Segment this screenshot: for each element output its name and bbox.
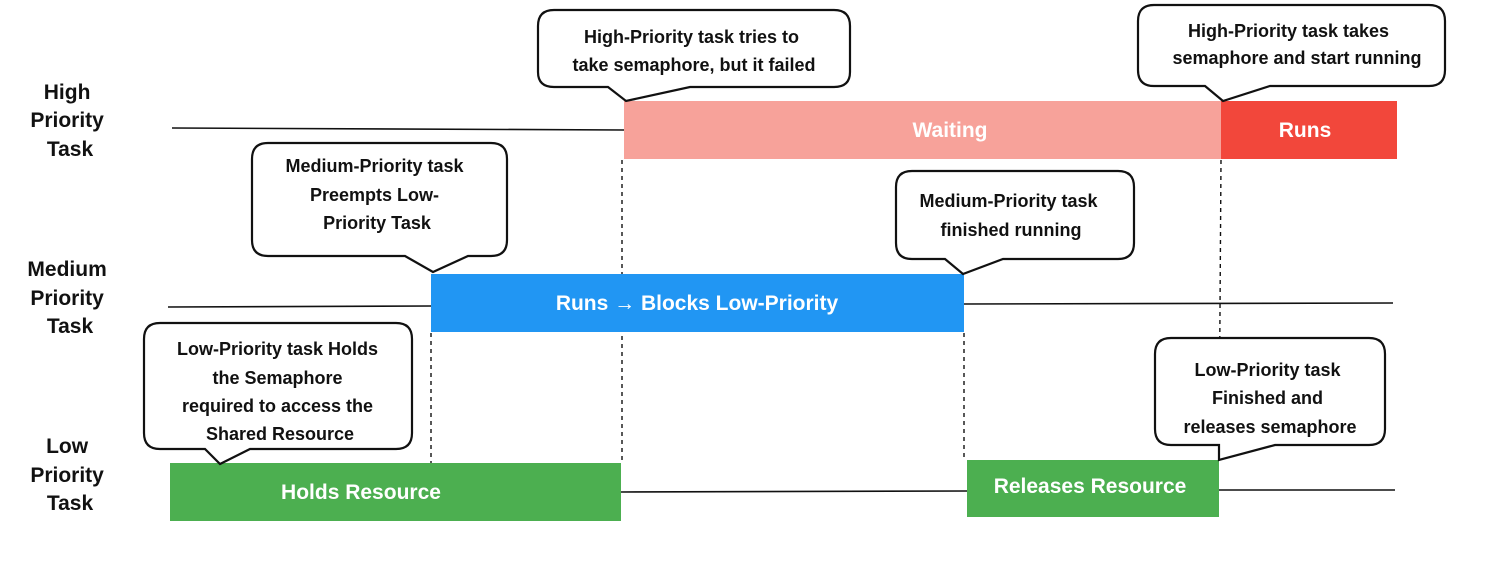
callout-high-takes: High-Priority task takes semaphore and s… — [1136, 3, 1447, 103]
callout-medium-preempts-bubble — [250, 141, 509, 274]
callout-medium-preempts-line-3: Priority Task — [323, 213, 432, 233]
callout-low-finished: Low-Priority task Finished and releases … — [1153, 336, 1387, 462]
medium-lane-track-left — [167, 305, 433, 308]
lane-label-high-line-1: High — [44, 81, 91, 104]
bar-low-holds: Holds Resource — [170, 463, 621, 521]
bar-low-releases-label: Releases Resource — [994, 475, 1187, 498]
callout-high-takes-text: High-Priority task takes semaphore and s… — [1172, 21, 1421, 68]
callout-medium-finished: Medium-Priority task finished running — [894, 169, 1136, 276]
bar-medium-runs: Runs → Blocks Low-Priority — [431, 274, 964, 332]
callout-low-holds-line-4: Shared Resource — [206, 424, 354, 444]
lane-label-high-line-3: Task — [47, 138, 94, 161]
bar-low-holds-fill — [170, 463, 621, 521]
lane-label-low-line-1: Low — [46, 435, 89, 458]
callout-medium-preempts-text: Medium-Priority task Preempts Low- Prior… — [285, 156, 468, 233]
bar-medium-runs-fill — [431, 274, 964, 332]
callout-low-finished-text: Low-Priority task Finished and releases … — [1183, 360, 1356, 437]
callout-low-holds-text: Low-Priority task Holds the Semaphore re… — [177, 339, 383, 444]
callout-low-finished-line-3: releases semaphore — [1183, 417, 1356, 437]
callout-low-holds-bubble — [142, 321, 414, 466]
lane-label-low: Low Priority Task — [30, 435, 109, 515]
bar-high-runs-fill — [1221, 101, 1397, 159]
bar-low-holds-label: Holds Resource — [281, 481, 441, 504]
lane-label-medium: Medium Priority Task — [27, 258, 112, 338]
callout-low-holds-line-2: the Semaphore — [212, 368, 342, 388]
callout-medium-finished-text: Medium-Priority task finished running — [919, 191, 1102, 240]
callout-high-takes-line-1: High-Priority task takes — [1188, 21, 1389, 41]
callout-medium-preempts: Medium-Priority task Preempts Low- Prior… — [250, 141, 509, 274]
bar-high-runs-label: Runs — [1279, 119, 1332, 142]
callout-low-holds-line-1: Low-Priority task Holds — [177, 339, 378, 359]
callout-low-holds-line-3: required to access the — [182, 396, 373, 416]
bar-high-waiting: Waiting — [624, 101, 1221, 159]
callout-high-takes-line-2: semaphore and start running — [1172, 48, 1421, 68]
bar-high-waiting-label: Waiting — [912, 119, 987, 142]
callout-low-finished-line-2: Finished and — [1212, 388, 1323, 408]
callout-high-tries: High-Priority task tries to take semapho… — [536, 8, 852, 103]
medium-lane-track-right — [963, 302, 1394, 305]
callout-low-finished-bubble — [1153, 336, 1387, 462]
bar-medium-runs-label: Runs → Blocks Low-Priority — [556, 292, 839, 315]
bar-high-waiting-fill — [624, 101, 1221, 159]
callout-high-tries-line-2: take semaphore, but it failed — [572, 55, 815, 75]
low-lane-track-middle — [619, 490, 969, 493]
callout-low-finished-line-1: Low-Priority task — [1194, 360, 1341, 380]
lane-label-low-line-3: Task — [47, 492, 94, 515]
bar-high-runs: Runs — [1221, 101, 1397, 159]
lane-label-medium-line-3: Task — [47, 315, 94, 338]
bar-low-releases-fill — [967, 460, 1219, 517]
callout-medium-finished-line-1: Medium-Priority task — [919, 191, 1098, 211]
lane-label-medium-line-2: Priority — [30, 287, 104, 310]
callout-high-tries-line-1: High-Priority task tries to — [584, 27, 799, 47]
callout-high-tries-bubble — [536, 8, 852, 103]
lane-label-medium-line-1: Medium — [27, 258, 106, 281]
callout-medium-finished-bubble — [894, 169, 1136, 276]
callout-high-takes-bubble — [1136, 3, 1447, 103]
callout-medium-finished-line-2: finished running — [941, 220, 1082, 240]
callout-medium-preempts-line-2: Preempts Low- — [310, 185, 439, 205]
callout-high-tries-text: High-Priority task tries to take semapho… — [572, 27, 815, 75]
high-lane-track — [171, 127, 625, 131]
callout-low-holds: Low-Priority task Holds the Semaphore re… — [142, 321, 414, 466]
lane-label-high: High Priority Task — [30, 81, 109, 161]
lane-label-high-line-2: Priority — [30, 109, 104, 132]
bar-low-releases: Releases Resource — [967, 460, 1219, 517]
callout-medium-preempts-line-1: Medium-Priority task — [285, 156, 464, 176]
lane-label-low-line-2: Priority — [30, 464, 104, 487]
